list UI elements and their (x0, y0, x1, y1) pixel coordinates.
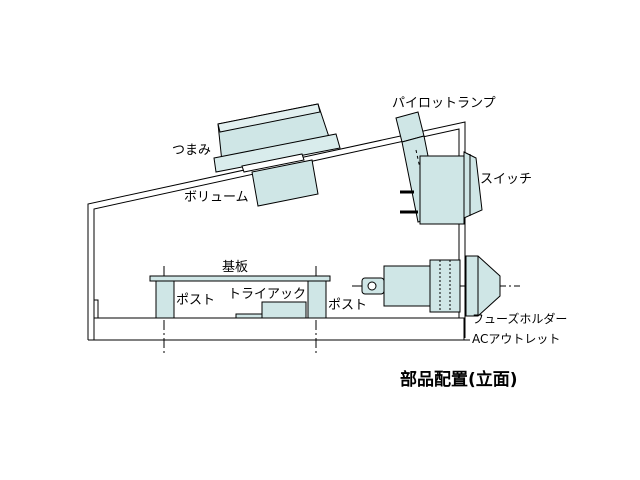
label-post-right: ポスト (328, 298, 367, 313)
switch-rocker (463, 151, 483, 219)
label-triac: トライアック (228, 287, 306, 302)
fuse-holder-thread (429, 259, 461, 313)
label-ac-outlet: ACアウトレット (472, 332, 560, 346)
diagram-caption: 部品配置(立面) (400, 369, 518, 390)
knob-top-ridge (217, 103, 321, 133)
fuse-holder-cap (465, 255, 501, 317)
volume-nut (241, 153, 305, 173)
knob-assembly (213, 103, 341, 207)
knob-flange (213, 133, 341, 173)
triac (261, 301, 307, 319)
fuse-holder-barrel (383, 265, 431, 307)
board (149, 275, 331, 282)
fuse-holder-assembly (352, 255, 520, 317)
label-switch: スイッチ (480, 172, 532, 187)
pcb-assembly (149, 266, 331, 354)
switch (419, 151, 483, 225)
post-left (155, 280, 175, 319)
label-pilot-lamp: パイロットランプ (392, 96, 496, 111)
labels: つまみ ボリューム パイロットランプ スイッチ 基板 ポスト トライアック ポス… (172, 96, 567, 390)
chassis-left-lip (93, 299, 99, 319)
label-knob: つまみ (172, 143, 211, 158)
post-right (307, 280, 327, 319)
triac-tab (235, 313, 263, 319)
chassis-bottom-plate (93, 317, 465, 341)
fuse-holder-terminal-hole (367, 281, 377, 291)
label-post-left: ポスト (176, 293, 215, 308)
label-board: 基板 (222, 260, 248, 275)
label-fuse-holder: フューズホルダー (472, 311, 567, 326)
label-volume: ボリューム (184, 190, 249, 205)
switch-body (419, 155, 465, 225)
volume-body (251, 159, 319, 207)
